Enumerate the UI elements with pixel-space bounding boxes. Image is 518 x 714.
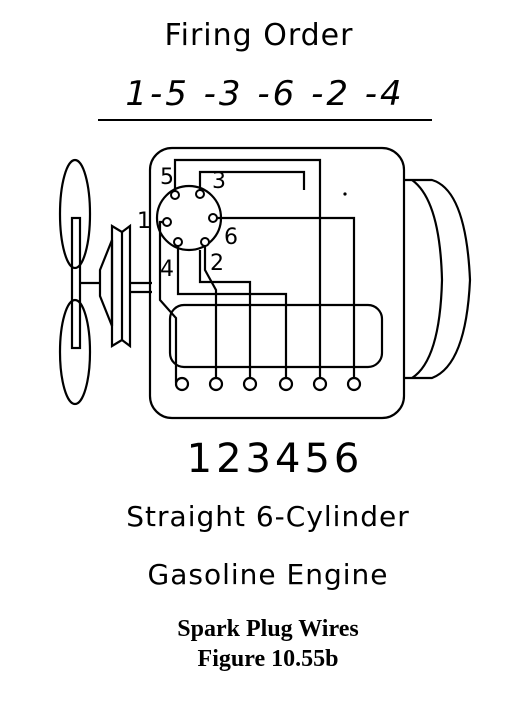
terminal-label-4: 4 [160,257,174,282]
wire-cylinder-4 [176,244,288,383]
spark-plug-5 [312,376,328,392]
wire-cylinder-3-top [198,170,306,192]
fan-hub [70,216,82,350]
engine-block [148,146,406,420]
spark-plug-6 [346,376,362,392]
pulley [110,224,124,348]
terminal-label-1: 1 [137,209,151,234]
fan-blade-bottom [58,298,92,406]
terminal-6 [208,213,218,223]
terminal-label-5: 5 [160,165,174,190]
terminal-label-3: 3 [212,169,226,194]
pulley-cone [98,239,114,327]
bell-housing [404,178,472,380]
terminal-2 [200,237,210,247]
engine-type-line2: Gasoline Engine [147,558,389,591]
spark-plug-1 [174,376,190,392]
wire-cylinder-2 [203,242,218,383]
wire-cylinder-5 [173,158,322,383]
figure-number: Figure 10.55b [197,646,339,672]
pulley-groove [121,223,132,349]
terminal-5 [170,190,180,200]
terminal-1 [162,217,172,227]
terminal-4 [173,237,183,247]
spark-plug-3 [242,376,258,392]
fan-blade-top [58,158,92,270]
terminal-label-2: 2 [210,251,224,276]
block-mark [343,192,347,196]
terminal-label-6: 6 [224,225,238,250]
spark-plug-4 [278,376,294,392]
diagram-title: Firing Order [164,18,354,53]
bell-housing-inner [411,179,444,379]
wire-cylinder-3-lower [198,250,252,330]
firing-order-sequence: 1-5 -3 -6 -2 -4 [125,74,405,114]
firing-order-underline [98,119,432,121]
engine-type-line1: Straight 6-Cylinder [126,500,410,533]
cylinder-numbers: 123456 [186,436,364,482]
wire-cylinder-6 [214,216,356,383]
terminal-3 [195,189,205,199]
valve-cover [168,303,384,369]
spark-plug-2 [208,376,224,392]
figure-title: Spark Plug Wires [177,616,359,642]
